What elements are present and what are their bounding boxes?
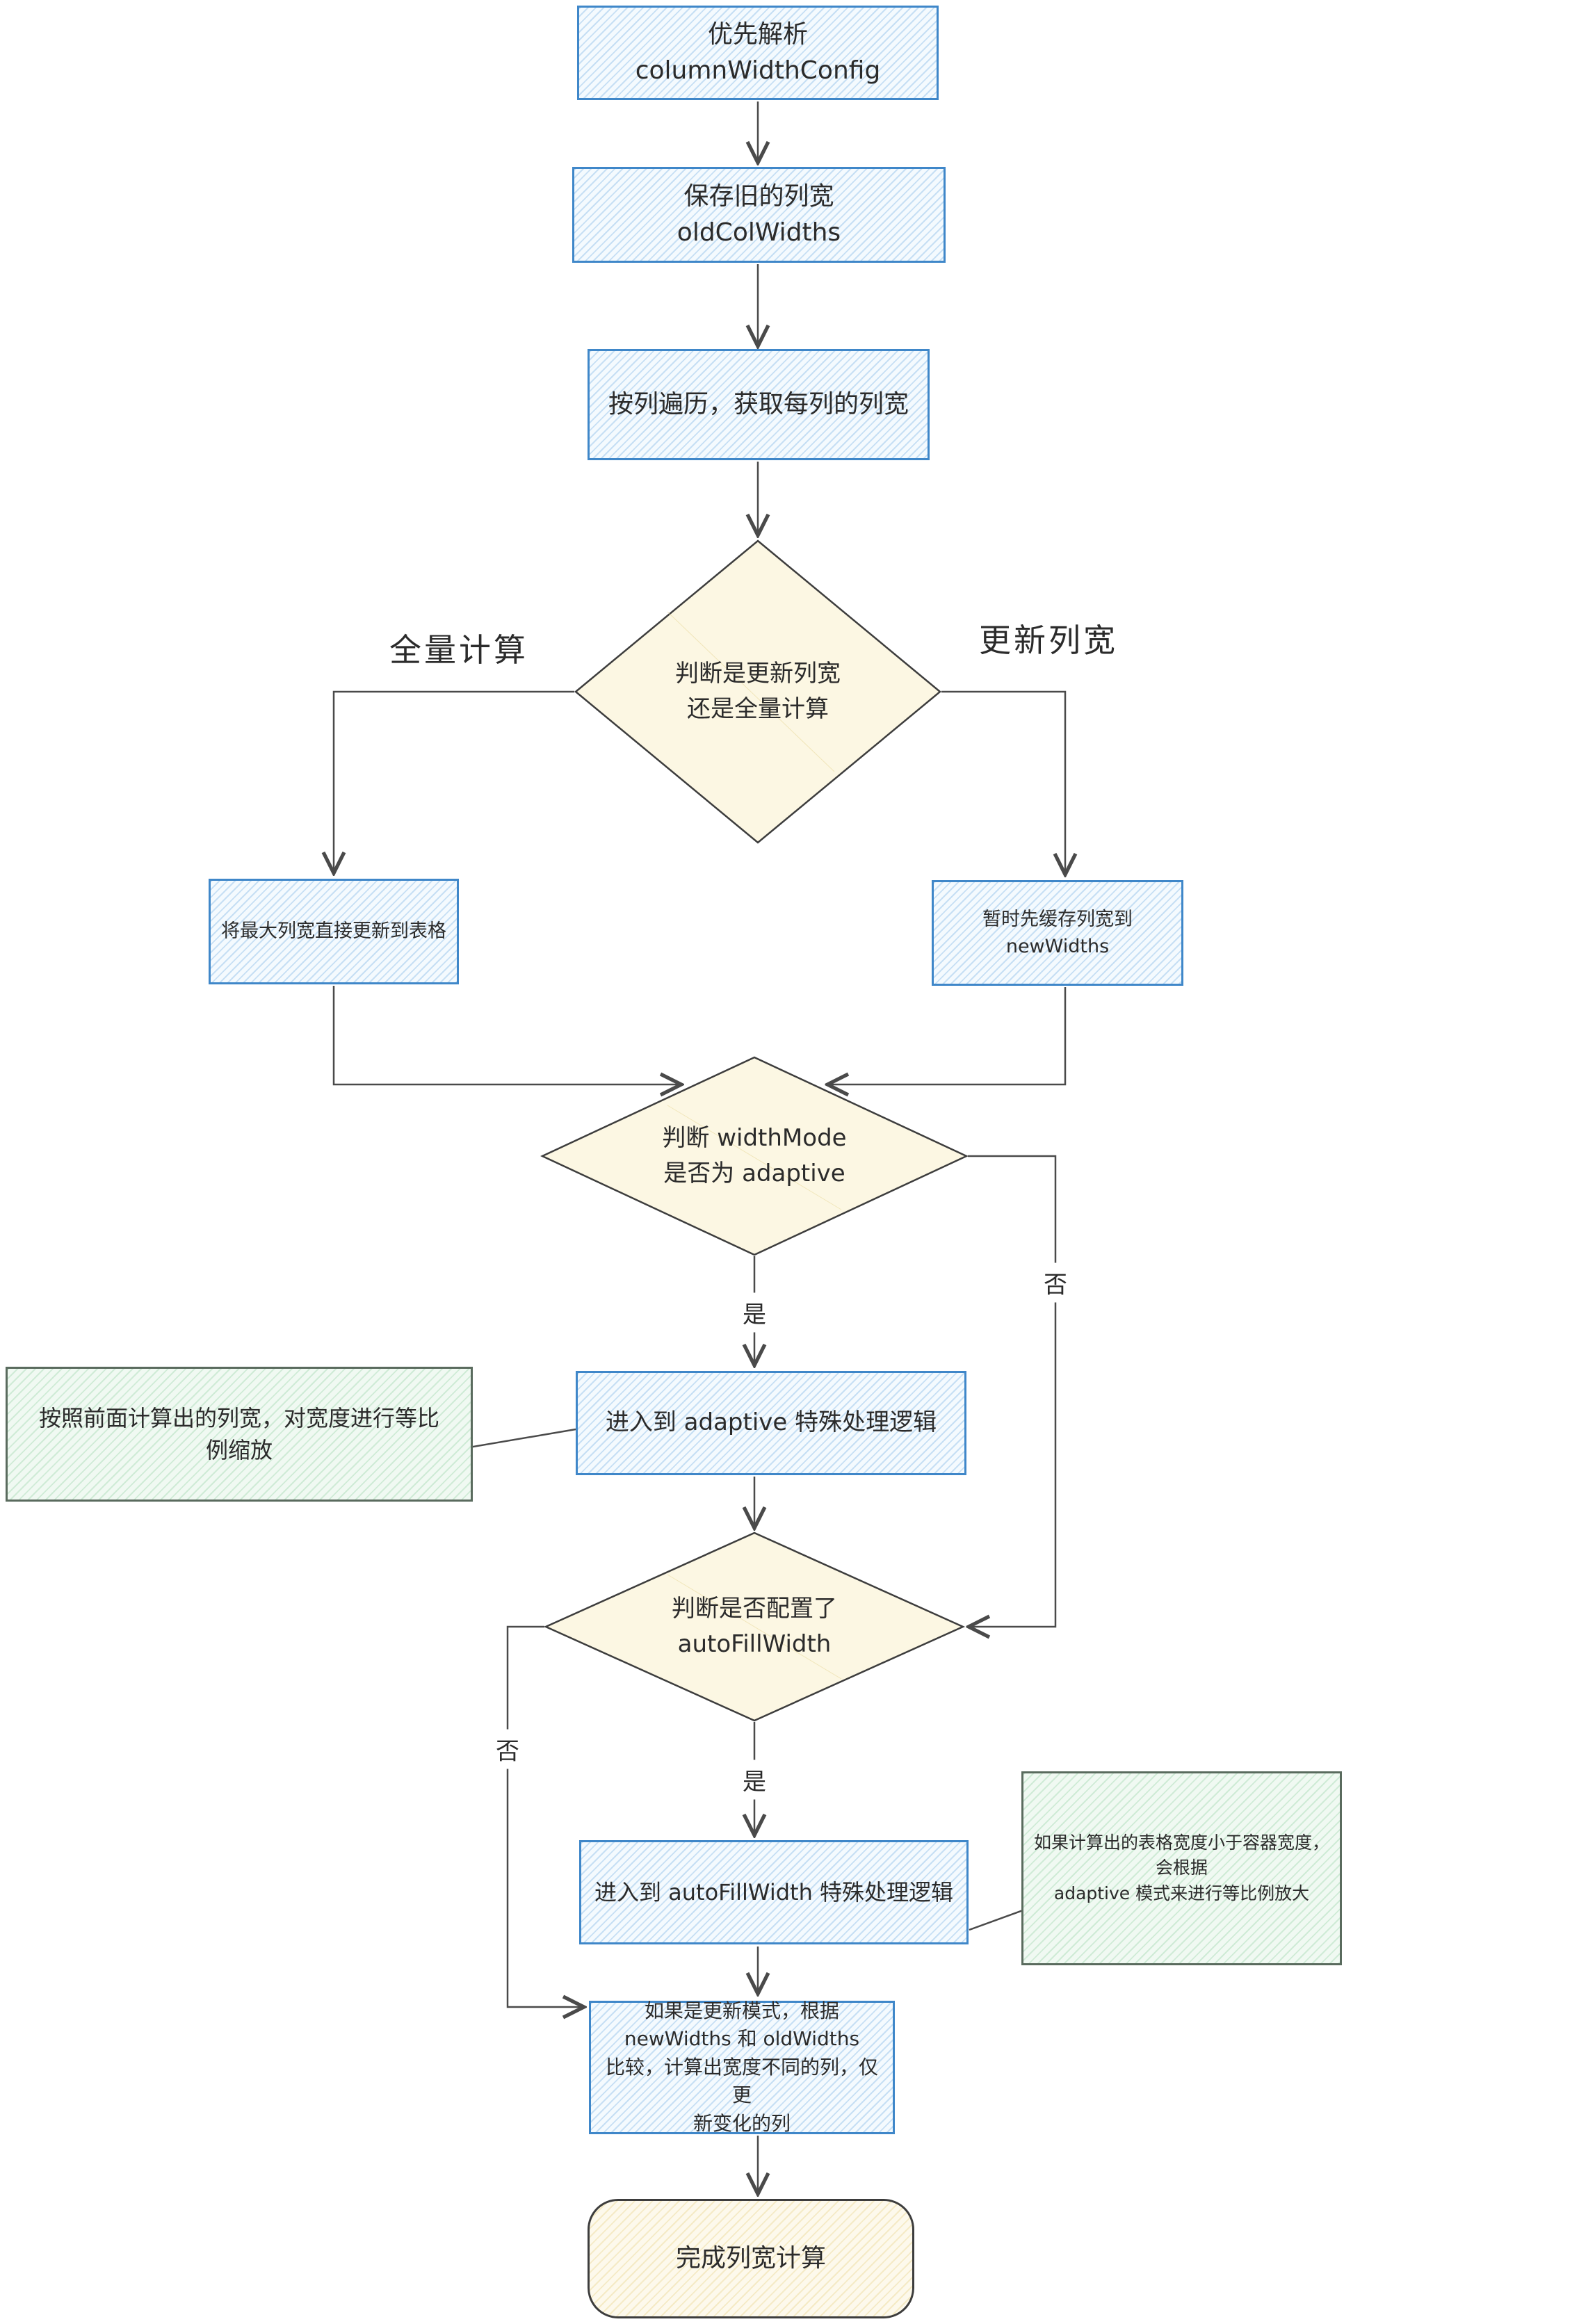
diamond1-hatch-accent	[667, 611, 835, 772]
edge-update-branch	[941, 690, 1065, 875]
edge-label-no-autofill: 否	[492, 1729, 524, 1769]
decision-diamond-widthmode	[540, 1056, 969, 1256]
diamond2-hatch-accent	[667, 1105, 842, 1210]
decision-widthmode-label: 判断 widthMode 是否为 adaptive	[662, 1124, 847, 1187]
edge-update-table-to-widthmode	[332, 986, 681, 1084]
node-done-terminal: 完成列宽计算	[588, 2199, 914, 2318]
node-iterate-columns: 按列遍历，获取每列的列宽	[588, 349, 930, 460]
edge-cache-new-to-widthmode	[827, 987, 1067, 1084]
note-enlarge: 如果计算出的表格宽度小于容器宽度，会根据 adaptive 模式来进行等比例放大	[1021, 1771, 1342, 1965]
edge-autofill-no	[506, 1625, 584, 2007]
decision-mode-label: 判断是更新列宽 还是全量计算	[675, 660, 841, 723]
decision-diamond-mode	[574, 539, 941, 844]
node-parse-config: 优先解析 columnWidthConfig	[577, 6, 939, 100]
node-save-old-widths: 保存旧的列宽 oldColWidths	[572, 167, 946, 263]
edge-widthmode-no	[968, 1155, 1057, 1627]
node-autofill-logic: 进入到 autoFillWidth 特殊处理逻辑	[579, 1840, 969, 1944]
edge-label-yes-autofill: 是	[738, 1760, 770, 1800]
decision-autofill-label: 判断是否配置了 autoFillWidth	[672, 1595, 837, 1658]
node-cache-new-widths: 暂时先缓存列宽到 newWidths	[932, 880, 1183, 986]
diamond3-hatch-accent	[667, 1574, 842, 1680]
branch-label-update-width: 更新列宽	[979, 621, 1118, 659]
note-scale-down: 按照前面计算出的列宽，对宽度进行等比 例缩放	[6, 1367, 473, 1502]
node-adaptive-logic: 进入到 adaptive 特殊处理逻辑	[576, 1371, 966, 1475]
edge-label-yes-adaptive: 是	[738, 1292, 770, 1333]
edge-label-no-adaptive: 否	[1039, 1262, 1071, 1303]
edge-full-calc-branch	[334, 690, 574, 873]
node-update-table: 将最大列宽直接更新到表格	[209, 879, 459, 984]
branch-label-full-calc: 全量计算	[389, 631, 528, 669]
node-diff-update: 如果是更新模式，根据 newWidths 和 oldWidths 比较，计算出宽…	[589, 1999, 895, 2135]
